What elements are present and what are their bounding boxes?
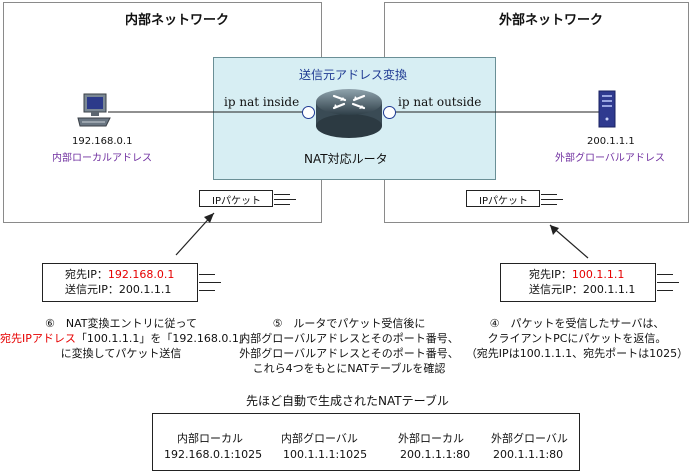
step5-line1: ⑤ ルータでパケット受信後に — [272, 317, 426, 330]
arrow-down-right-head — [550, 225, 559, 235]
nat-table-title: 先ほど自動で生成されたNATテーブル — [246, 394, 449, 408]
nat-table-cell-outside-global: 200.1.1.1:80 — [493, 448, 564, 461]
step4-line2: クライアントPCにパケットを返信。 — [487, 332, 667, 345]
outside-interface-icon — [383, 106, 396, 119]
external-network-title: 外部ネットワーク — [499, 13, 604, 28]
step6-line1: ⑥ NAT変換エントリに従って — [45, 317, 197, 330]
nat-table-header-inside-global: 内部グローバル — [281, 432, 358, 445]
nat-table-header-inside-local: 内部ローカル — [177, 432, 243, 445]
left-src-label: 送信元IP： — [65, 283, 119, 296]
ip-packet-left: IPパケット — [199, 190, 296, 207]
step4-line1: ④ パケットを受信したサーバは、 — [489, 317, 665, 330]
router-icon — [316, 89, 382, 138]
right-src-label: 送信元IP： — [529, 283, 583, 296]
arrow-up-left-head — [204, 213, 214, 223]
server-ip: 200.1.1.1 — [587, 136, 635, 147]
ip-packet-left-label: IPパケット — [212, 196, 261, 207]
server-icon — [598, 90, 616, 128]
packet-motion-lines — [274, 191, 298, 206]
header-motion-lines — [199, 264, 223, 301]
step5-description: ⑤ ルータでパケット受信後に 内部グローバルアドレスとそのポート番号、 外部グロ… — [236, 316, 462, 376]
left-src-value: 200.1.1.1 — [118, 283, 172, 296]
right-dst-value: 100.1.1.1 — [571, 268, 625, 281]
inside-interface-icon — [302, 106, 315, 119]
left-dst-value: 192.168.0.1 — [107, 268, 175, 281]
outside-interface-label: ip nat outside — [398, 95, 482, 109]
right-packet-header: 宛先IP：100.1.1.1 送信元IP：200.1.1.1 — [500, 263, 679, 302]
left-dst-label: 宛先IP： — [65, 268, 108, 281]
nat-table-header-outside-global: 外部グローバル — [491, 432, 568, 445]
step6-line3: に変換してパケット送信 — [60, 347, 182, 360]
left-packet-header: 宛先IP：192.168.0.1 送信元IP：200.1.1.1 — [42, 263, 221, 302]
nat-table-cell-inside-global: 100.1.1.1:1025 — [283, 448, 368, 461]
right-dst-label: 宛先IP： — [529, 268, 572, 281]
router-name: NAT対応ルータ — [304, 152, 388, 166]
step4-line3: （宛先IPは100.1.1.1、宛先ポートは1025） — [465, 347, 689, 360]
nat-table-cell-outside-local: 200.1.1.1:80 — [400, 448, 471, 461]
header-motion-lines — [657, 264, 681, 301]
ip-packet-right-label: IPパケット — [479, 196, 528, 207]
step5-line3: 外部グローバルアドレスとそのポート番号、 — [239, 347, 459, 360]
step4-description: ④ パケットを受信したサーバは、 クライアントPCにパケットを返信。 （宛先IP… — [462, 316, 692, 361]
internal-network-title: 内部ネットワーク — [125, 13, 230, 28]
inside-interface-label: ip nat inside — [224, 95, 300, 109]
step6-line2: 宛先IPアドレス「100.1.1.1」を「192.168.0.1」 — [0, 331, 250, 346]
pc-address-type: 内部ローカルアドレス — [52, 153, 152, 164]
step6-line2-highlight: 宛先IPアドレス — [0, 332, 76, 345]
nat-box-title: 送信元アドレス変換 — [299, 68, 408, 82]
nat-table-cell-inside-local: 192.168.0.1:1025 — [164, 448, 263, 461]
nat-table-header-outside-local: 外部ローカル — [398, 432, 464, 445]
pc-icon — [77, 93, 111, 127]
step6-description: ⑥ NAT変換エントリに従って 宛先IPアドレス「100.1.1.1」を「192… — [0, 316, 250, 361]
step6-line2-rest: 「100.1.1.1」を「192.168.0.1」 — [75, 332, 250, 345]
packet-motion-lines — [541, 191, 565, 206]
pc-ip: 192.168.0.1 — [72, 136, 133, 147]
server-address-type: 外部グローバルアドレス — [555, 153, 665, 164]
right-src-value: 200.1.1.1 — [582, 283, 636, 296]
step5-line2: 内部グローバルアドレスとそのポート番号、 — [239, 332, 459, 345]
nat-table: 内部ローカル 内部グローバル 外部ローカル 外部グローバル 192.168.0.… — [152, 413, 580, 471]
step5-line4: これら4つをもとにNATテーブルを確認 — [252, 362, 446, 375]
ip-packet-right: IPパケット — [466, 190, 563, 207]
